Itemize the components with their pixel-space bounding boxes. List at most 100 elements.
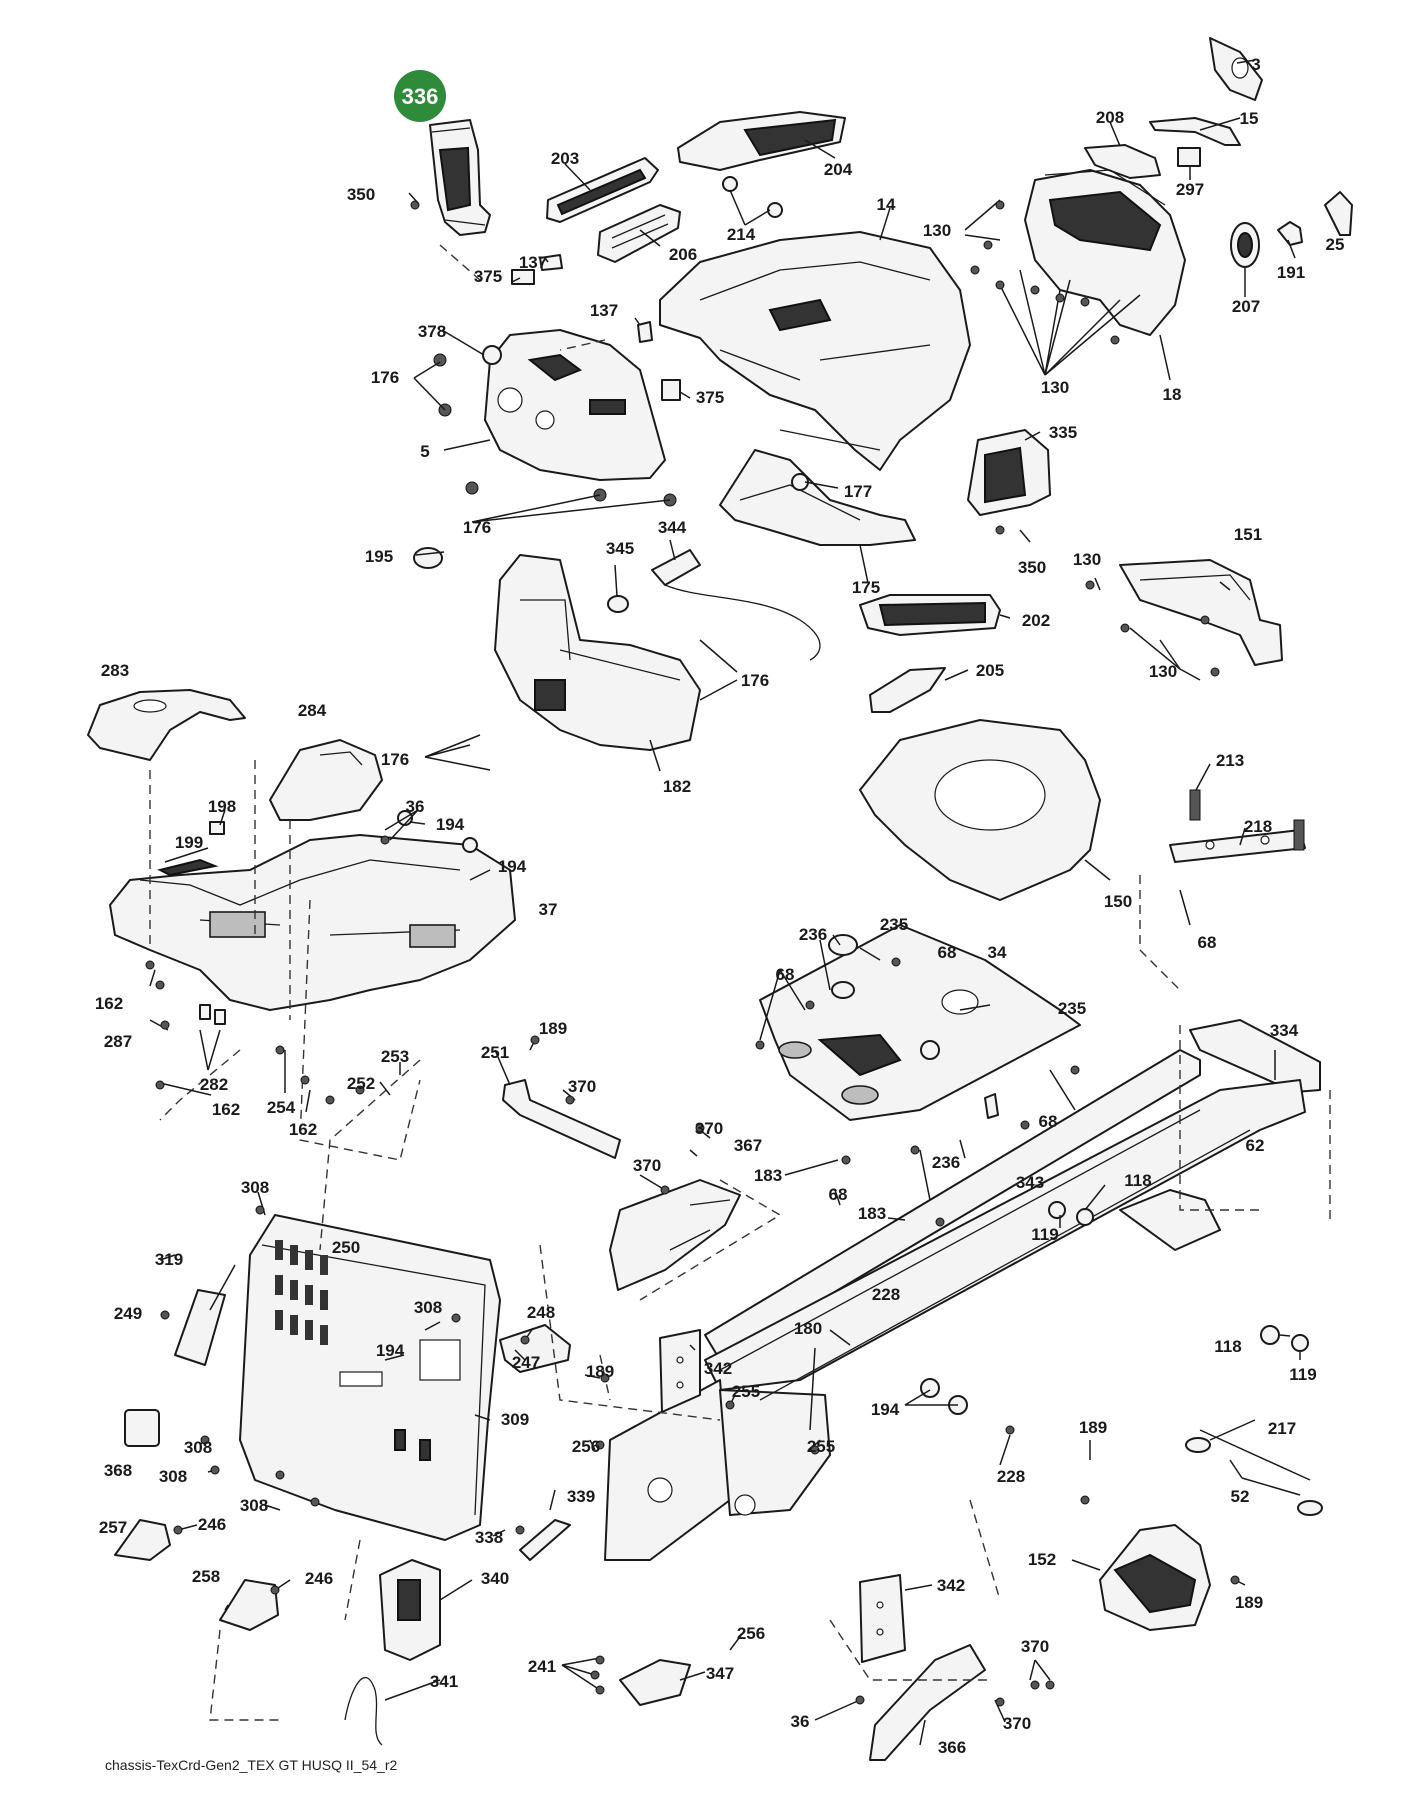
callout-68: 68 (776, 965, 795, 984)
callout-3: 3 (1251, 55, 1260, 74)
callout-218: 218 (1244, 817, 1272, 836)
callout-118: 118 (1124, 1171, 1151, 1190)
callout-207: 207 (1232, 297, 1260, 316)
part-367-bracket[interactable] (609, 1179, 741, 1291)
part-258-latch[interactable] (219, 1579, 279, 1631)
part-180-frame[interactable] (604, 1049, 1306, 1561)
part-137-clip-b[interactable] (637, 321, 653, 343)
callout-34: 34 (988, 943, 1007, 962)
callout-180: 180 (794, 1319, 822, 1338)
part-191-headlight[interactable] (1277, 221, 1303, 246)
part-341-spring[interactable] (344, 1676, 383, 1746)
callout-370: 370 (1021, 1637, 1049, 1656)
part-342-bracket-upper[interactable] (659, 1329, 701, 1413)
part-37-fender-main[interactable] (109, 834, 516, 1011)
part-347-bracket[interactable] (619, 1659, 691, 1706)
part-202-vent[interactable] (859, 594, 1001, 636)
callout-176: 176 (741, 671, 769, 690)
part-206-insert[interactable] (597, 204, 681, 263)
part-378-grommet[interactable] (482, 345, 502, 365)
part-336-steering-cover[interactable] (429, 119, 491, 236)
part-297-clip[interactable] (1177, 147, 1201, 167)
callout-36: 36 (791, 1712, 810, 1731)
callout-375: 375 (696, 388, 724, 407)
part-319-handle[interactable] (174, 1289, 226, 1366)
part-119-nut (1291, 1334, 1309, 1352)
part-284-fender-right[interactable] (269, 739, 383, 821)
callout-341: 341 (430, 1672, 458, 1691)
part-175-bracket[interactable] (719, 449, 916, 546)
part-368-pad[interactable] (124, 1409, 160, 1447)
part-34-seat-plate[interactable] (759, 924, 1081, 1121)
callout-202: 202 (1022, 611, 1050, 630)
callout-370: 370 (568, 1077, 596, 1096)
callout-176: 176 (463, 518, 491, 537)
callout-256: 256 (737, 1624, 765, 1643)
callout-334: 334 (1270, 1021, 1299, 1040)
callout-228: 228 (872, 1285, 900, 1304)
part-334-bracket[interactable] (1189, 1019, 1321, 1093)
part-182-lower-dash[interactable] (494, 554, 701, 751)
part-152-step[interactable] (1099, 1524, 1211, 1631)
part-375-clip-a[interactable] (511, 269, 535, 285)
callout-248: 248 (527, 1303, 555, 1322)
part-204-hood-cover[interactable] (677, 111, 846, 171)
callout-152: 152 (1028, 1550, 1056, 1569)
part-118-washer-b (1076, 1208, 1094, 1226)
part-335-panel[interactable] (967, 429, 1051, 516)
part-345-cap[interactable] (607, 595, 629, 613)
part-14-hood[interactable] (659, 231, 971, 471)
part-3-bracket[interactable] (1209, 37, 1263, 101)
part-218-bracket[interactable] (1169, 829, 1306, 863)
callout-282: 282 (200, 1075, 228, 1094)
part-5-dash-panel[interactable] (484, 329, 666, 481)
part-251-bracket[interactable] (502, 1079, 621, 1159)
part-339-lever[interactable] (519, 1519, 571, 1561)
part-199-trim[interactable] (157, 858, 219, 877)
callout-368: 368 (104, 1461, 132, 1480)
callout-194: 194 (436, 815, 465, 834)
part-283-fender-left[interactable] (87, 689, 246, 761)
callout-189: 189 (586, 1362, 614, 1381)
callout-252: 252 (347, 1074, 375, 1093)
callout-378: 378 (418, 322, 446, 341)
part-342-bracket-lower[interactable] (859, 1574, 906, 1663)
part-118-washer (1260, 1325, 1280, 1345)
callout-68: 68 (938, 943, 957, 962)
callout-137: 137 (590, 301, 618, 320)
part-151-bracket[interactable] (1119, 559, 1283, 666)
callout-246: 246 (305, 1569, 333, 1588)
part-203-handle[interactable] (546, 157, 659, 223)
part-150-seat-pan[interactable] (859, 719, 1101, 901)
callout-338: 338 (475, 1528, 503, 1547)
bolt-350-b (995, 525, 1005, 535)
part-257-latch[interactable] (114, 1519, 171, 1561)
part-205-trim[interactable] (869, 667, 946, 713)
part-25-clip[interactable] (1324, 191, 1353, 236)
part-217-rod[interactable] (1185, 1429, 1323, 1516)
callout-68: 68 (1039, 1112, 1058, 1131)
callout-162: 162 (289, 1120, 317, 1139)
highlight-badge-336[interactable]: 336 (394, 70, 446, 122)
callout-340: 340 (481, 1569, 509, 1588)
part-309-rear-plate[interactable] (239, 1214, 501, 1541)
callout-25: 25 (1326, 235, 1345, 254)
part-344-cable[interactable] (651, 549, 821, 661)
callout-119: 119 (1289, 1365, 1316, 1384)
part-214-nut-a (722, 176, 738, 192)
callout-130: 130 (923, 221, 951, 240)
callout-367: 367 (734, 1136, 762, 1155)
callout-370: 370 (1003, 1714, 1031, 1733)
part-207-bulb[interactable] (1230, 222, 1260, 268)
callout-339: 339 (567, 1487, 595, 1506)
callout-18: 18 (1163, 385, 1182, 404)
callout-208: 208 (1096, 108, 1124, 127)
callout-283: 283 (101, 661, 129, 680)
part-375-clip-b[interactable] (661, 379, 681, 401)
part-340-cover[interactable] (379, 1559, 441, 1661)
part-208-lens[interactable] (1084, 144, 1161, 179)
part-366-bracket[interactable] (869, 1644, 986, 1761)
part-18-grille[interactable] (1024, 169, 1186, 336)
part-194-nut-b (462, 837, 478, 853)
part-195-plug[interactable] (413, 547, 443, 569)
